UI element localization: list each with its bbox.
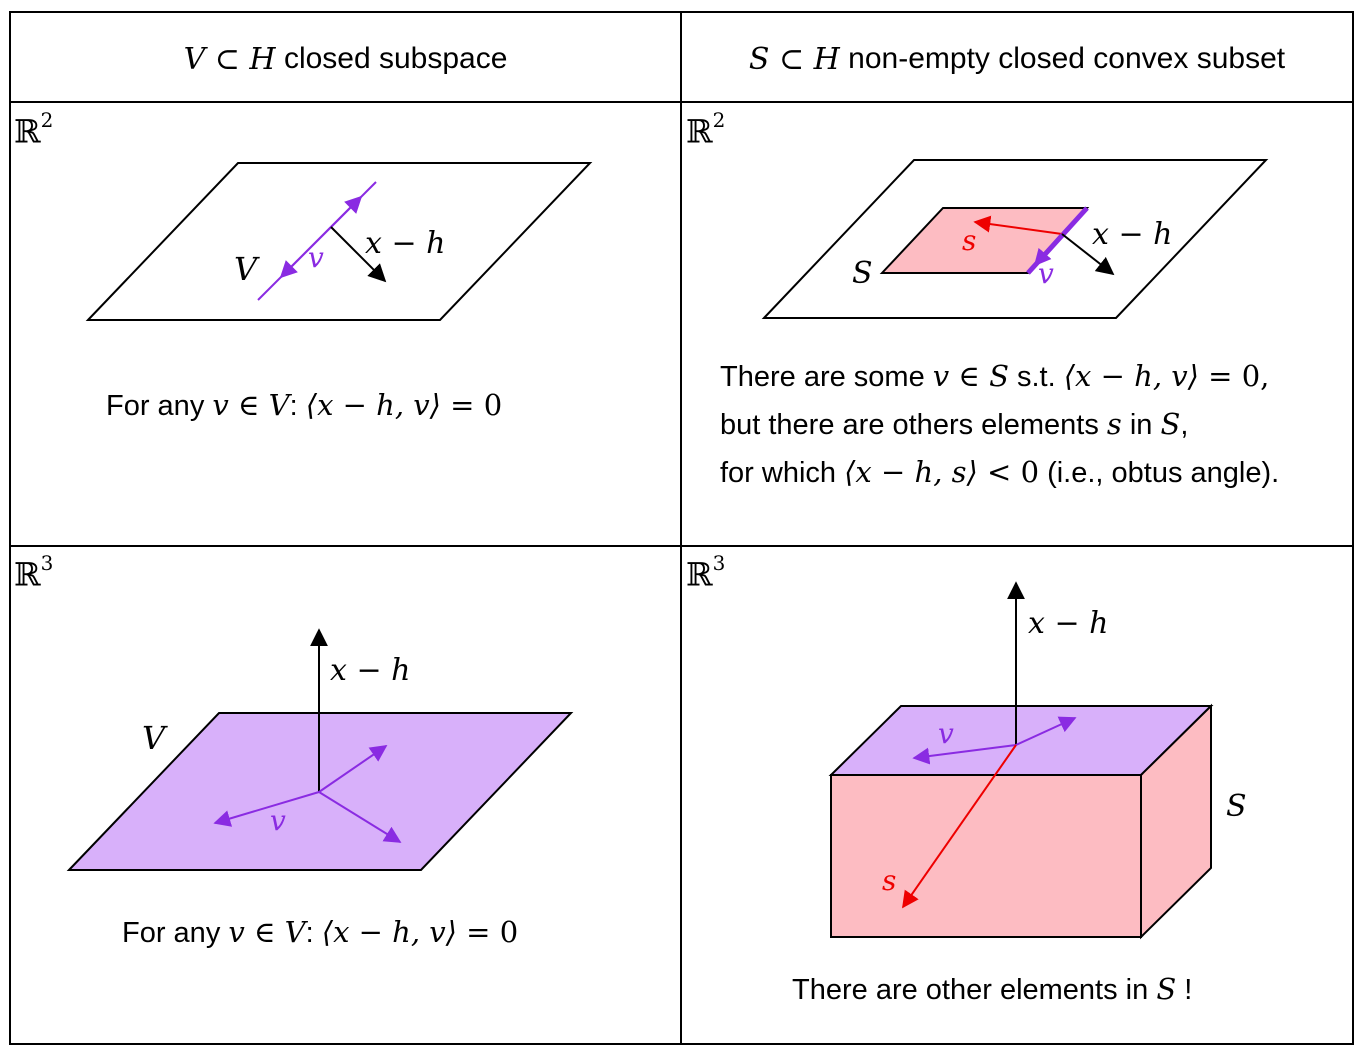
label-x-minus-h: x − h — [1092, 217, 1172, 252]
vector-downright — [318, 791, 402, 843]
label-x-minus-h: x − h — [330, 653, 410, 688]
caption-r3-convex: There are other elements in S ! — [792, 972, 1193, 1006]
caption-line-3: for which ⟨x − h, s⟩ < 0 (i.e., obtus an… — [720, 455, 1280, 489]
label-v: v — [308, 241, 324, 274]
label-V: V — [142, 719, 168, 757]
vector-x-minus-h — [330, 226, 387, 283]
r2-subspace-diagram: V v x − h — [85, 162, 593, 321]
vector-v-left — [912, 744, 1017, 765]
vector-x-minus-h — [1061, 233, 1115, 276]
label-x-minus-h: x − h — [365, 226, 445, 261]
vector-v-left — [213, 791, 320, 827]
header-left-math: V ⊂ H — [183, 41, 276, 77]
vector-upright — [318, 745, 388, 793]
vector-v-right — [1015, 716, 1077, 746]
header-right: S ⊂ H non-empty closed convex subset — [681, 14, 1353, 104]
row-label-r2-right: ℝ2 — [686, 108, 726, 151]
caption-r3-subspace: For any v ∈ V: ⟨x − h, v⟩ = 0 — [122, 915, 519, 949]
header-right-math: S ⊂ H — [748, 41, 840, 77]
row-label-r3-right: ℝ3 — [686, 551, 726, 594]
box-front-face — [830, 774, 1142, 938]
header-left-text: closed subspace — [275, 42, 508, 75]
label-v: v — [938, 717, 954, 750]
vector-v — [1033, 233, 1064, 267]
caption-line-2: but there are others elements s in S, — [720, 407, 1189, 441]
vector-s — [902, 744, 1017, 909]
caption-r2-convex: There are some v ∈ S s.t. ⟨x − h, v⟩ = 0… — [720, 352, 1279, 496]
vector-v-down — [279, 226, 332, 279]
label-s: s — [962, 224, 976, 257]
header-left: V ⊂ H closed subspace — [10, 14, 681, 104]
label-v: v — [270, 804, 286, 837]
r2-convex-diagram: S s v x − h — [761, 159, 1269, 319]
header-right-text: non-empty closed convex subset — [839, 42, 1286, 75]
vector-v-up — [330, 195, 363, 228]
row-label-r3-left: ℝ3 — [14, 551, 54, 594]
r3-convex-diagram: S s v x − h — [828, 581, 1247, 940]
plane-r2-left — [85, 162, 593, 321]
label-S: S — [1226, 789, 1247, 824]
r3-subspace-diagram: V v x − h — [66, 628, 574, 871]
vector-s — [973, 215, 1063, 235]
label-S: S — [852, 256, 873, 291]
label-s: s — [882, 864, 896, 897]
label-x-minus-h: x − h — [1028, 606, 1108, 641]
label-v: v — [1038, 257, 1054, 290]
label-V: V — [234, 250, 260, 288]
caption-r2-subspace: For any v ∈ V: ⟨x − h, v⟩ = 0 — [106, 388, 503, 422]
caption-line-1: There are some v ∈ S s.t. ⟨x − h, v⟩ = 0… — [720, 359, 1270, 393]
row-label-r2-left: ℝ2 — [14, 108, 54, 151]
